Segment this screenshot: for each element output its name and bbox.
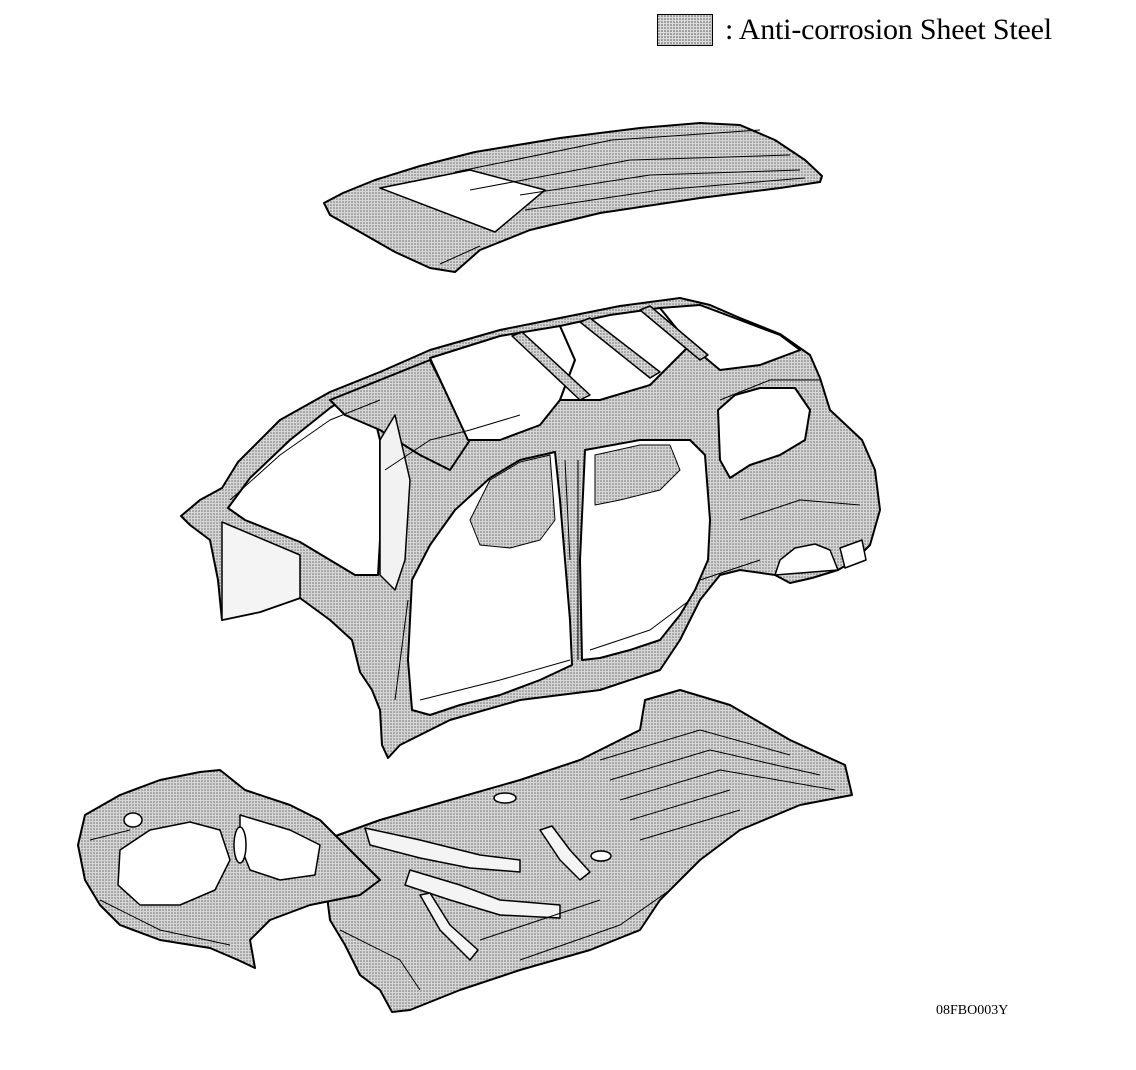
legend: : Anti-corrosion Sheet Steel — [657, 12, 1052, 48]
body-side-frame — [180, 297, 881, 759]
roof-panel — [323, 122, 823, 273]
figure-code: 08FBO003Y — [936, 1003, 1009, 1018]
crosshatch-swatch-icon — [657, 14, 713, 46]
legend-label: : Anti-corrosion Sheet Steel — [725, 13, 1052, 46]
underbody-floor — [77, 689, 853, 1013]
